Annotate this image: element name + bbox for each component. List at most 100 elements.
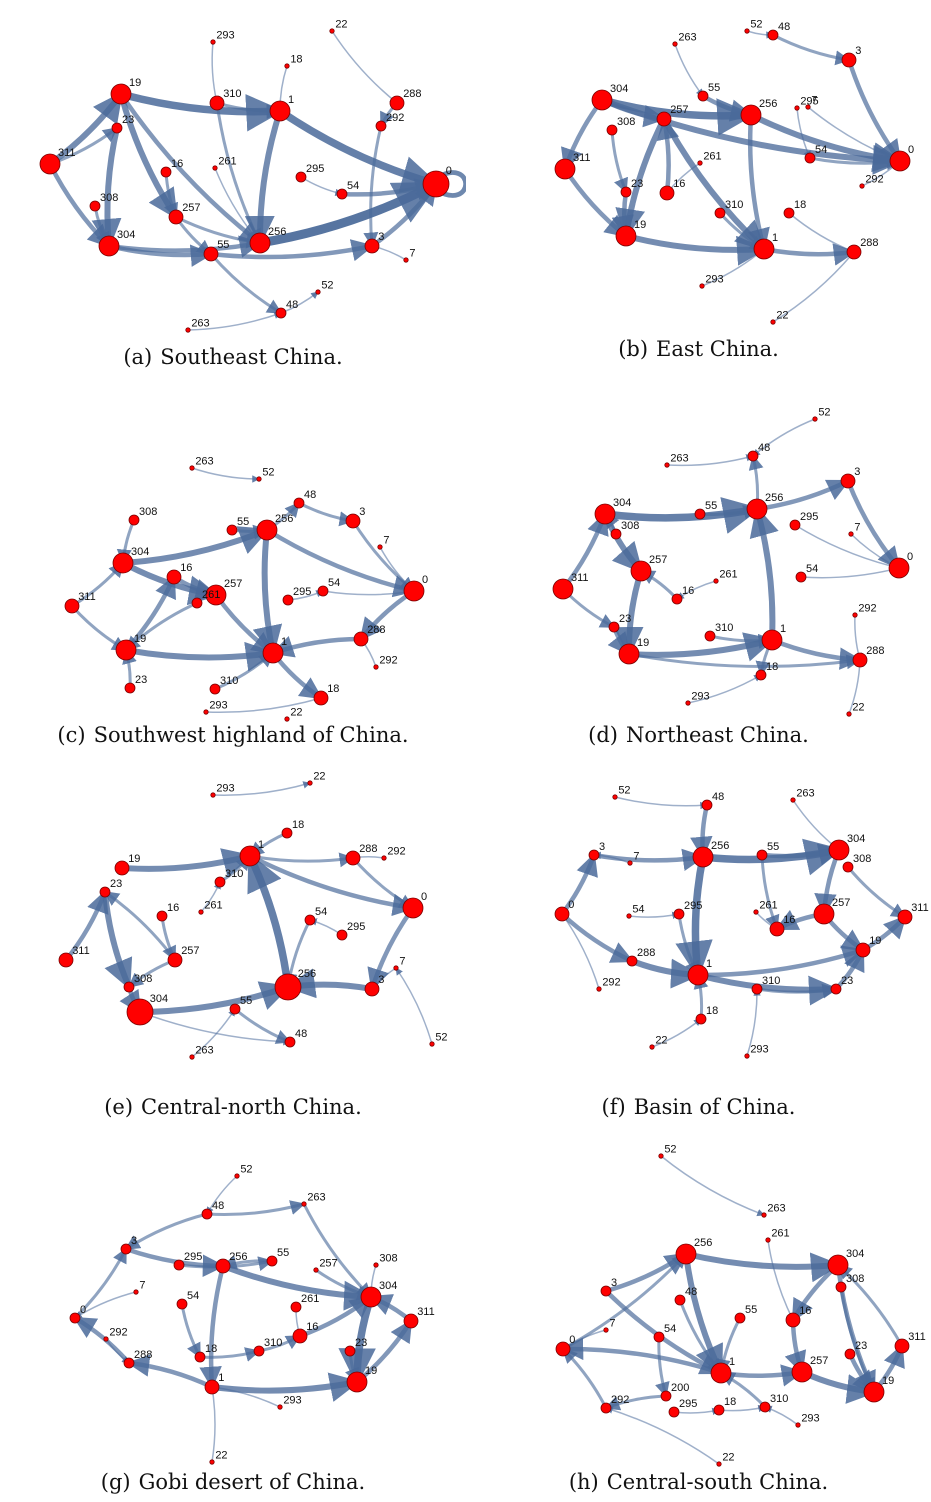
edge-layer — [73, 1175, 413, 1463]
node-label: 1 — [729, 1356, 735, 1368]
graph-node — [214, 876, 226, 888]
node-label: 304 — [613, 497, 631, 509]
graph-node — [740, 104, 762, 126]
graph-node — [114, 860, 130, 876]
node-label: 22 — [215, 1450, 227, 1462]
graph-edge — [248, 853, 416, 917]
caption-text: Southeast China. — [160, 345, 343, 369]
graph-edge — [697, 945, 866, 978]
graph-node — [671, 593, 683, 605]
graph-edge — [666, 454, 754, 467]
graph-node — [765, 1237, 771, 1243]
graph-node — [375, 120, 387, 132]
node-label: 304 — [150, 993, 168, 1005]
graph-edge — [244, 110, 283, 246]
graph-node — [381, 855, 387, 861]
graph-node — [282, 594, 294, 606]
graph-node — [313, 690, 329, 706]
graph-node — [606, 124, 618, 136]
node-label: 263 — [191, 318, 209, 330]
graph-node — [897, 909, 913, 925]
graph-edge — [212, 781, 311, 796]
graph-node — [744, 1053, 750, 1059]
graph-node — [336, 929, 348, 941]
graph-node — [198, 909, 204, 915]
node-label: 311 — [908, 1331, 926, 1343]
node-label: 257 — [181, 945, 199, 957]
node-label: 256 — [711, 840, 729, 852]
graph-node — [658, 1153, 664, 1159]
node-label: 16 — [180, 562, 192, 574]
caption-text: Basin of China. — [633, 1095, 796, 1119]
graph-node — [402, 897, 424, 919]
node-label: 23 — [855, 1340, 867, 1352]
node-label: 1 — [218, 1372, 224, 1384]
graph-edge — [605, 1406, 720, 1465]
node-label: 257 — [670, 104, 688, 116]
node-label: 1 — [288, 94, 294, 106]
node-label: 19 — [128, 853, 140, 865]
graph-node — [205, 584, 227, 606]
graph-node — [317, 585, 329, 597]
graph-node — [189, 1054, 195, 1060]
caption-label: (e) — [104, 1095, 134, 1119]
graph-node — [812, 416, 818, 422]
node-label: 257 — [182, 202, 200, 214]
graph-node — [554, 906, 570, 922]
graph-node — [713, 578, 719, 584]
graph-node — [552, 578, 574, 600]
graph-node — [697, 90, 709, 102]
node-label: 295 — [306, 163, 324, 175]
graph-edge — [628, 632, 775, 662]
graph-node — [664, 462, 670, 468]
graph-node — [239, 845, 261, 867]
node-label: 311 — [78, 591, 96, 603]
graph-edge — [625, 233, 767, 266]
graph-edge — [125, 641, 276, 672]
graph-node — [313, 1267, 319, 1273]
node-label: 52 — [750, 19, 762, 31]
graph-node — [191, 597, 203, 609]
graph-node — [167, 952, 183, 968]
graph-node — [761, 1212, 767, 1218]
graph-edge — [846, 59, 902, 163]
graph-node — [841, 52, 857, 68]
graph-node — [403, 580, 425, 602]
node-label: 261 — [719, 569, 737, 581]
graph-node — [791, 1361, 813, 1383]
node-label: 55 — [237, 516, 249, 528]
caption-label: (a) — [123, 345, 153, 369]
node-label: 0 — [569, 1334, 575, 1346]
node-label: 0 — [80, 1304, 86, 1316]
graph-edge — [656, 116, 680, 194]
graph-node — [744, 28, 750, 34]
node-label: 1 — [706, 958, 712, 970]
graph-node — [173, 1259, 185, 1271]
node-label: 19 — [129, 77, 141, 89]
graph-node — [123, 1357, 135, 1369]
graph-node — [608, 621, 620, 633]
graph-edge — [563, 167, 628, 238]
graph-node — [761, 629, 783, 651]
node-label: 310 — [223, 88, 241, 100]
graph-node — [277, 1404, 283, 1410]
node-label: 288 — [637, 947, 655, 959]
graph-node — [848, 531, 854, 537]
node-label: 16 — [306, 1321, 318, 1333]
node-label: 263 — [767, 1203, 785, 1215]
graph-edge — [756, 983, 838, 999]
graph-node — [256, 519, 278, 541]
graph-node — [630, 560, 652, 582]
node-label: 48 — [304, 489, 316, 501]
graph-node — [249, 232, 271, 254]
node-label: 7 — [399, 956, 405, 968]
edge-layer — [561, 30, 903, 323]
node-label: 54 — [806, 563, 818, 575]
graph-node — [842, 861, 854, 873]
graph-node — [783, 207, 795, 219]
